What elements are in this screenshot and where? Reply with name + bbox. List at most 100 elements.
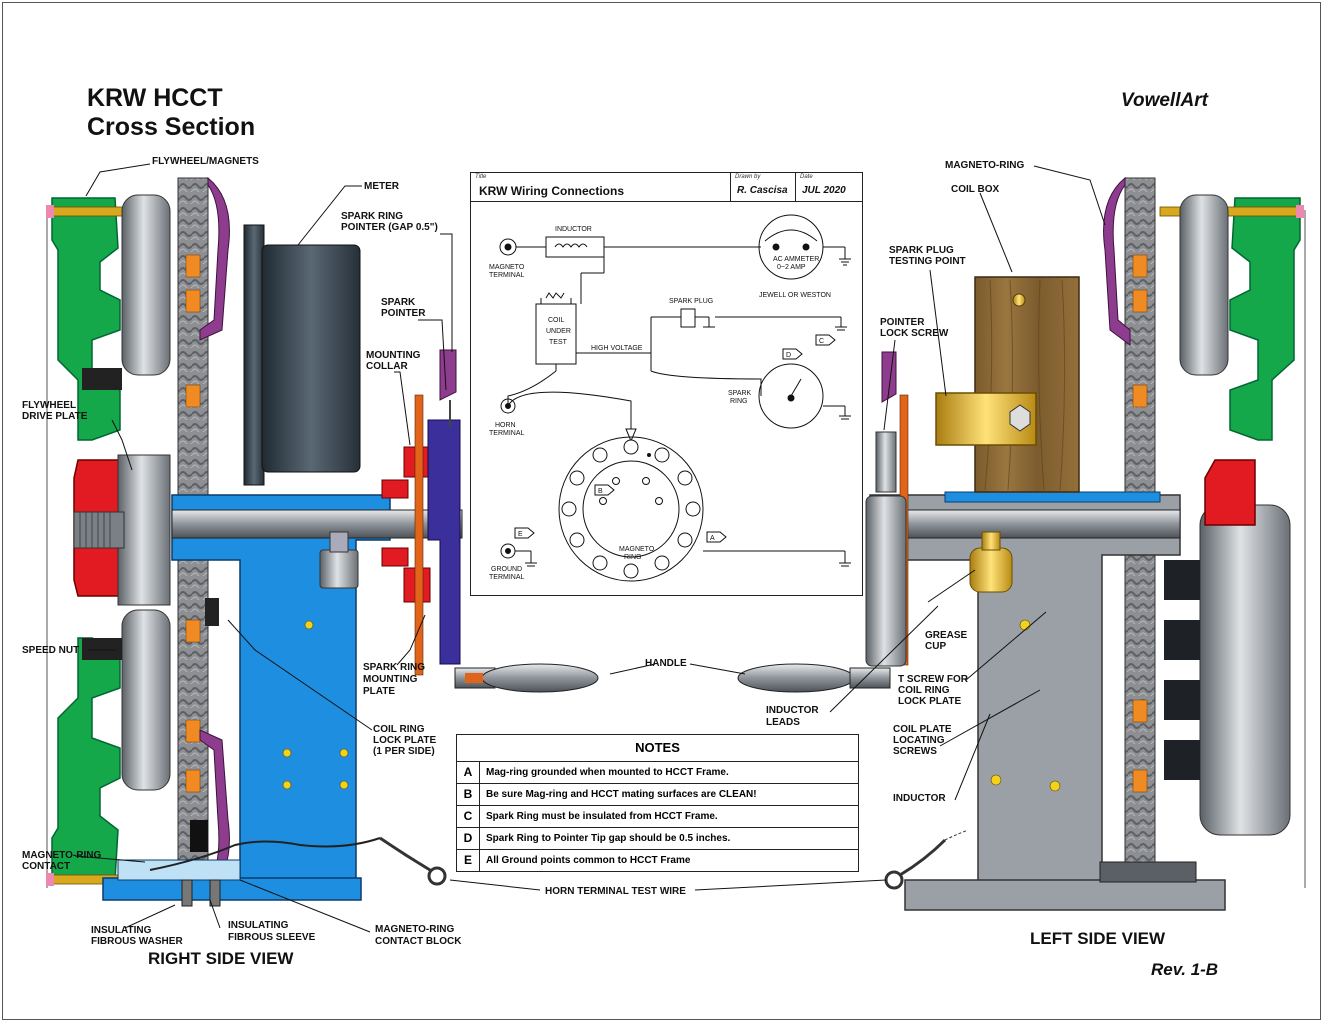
wiring-title-block: Title KRW Wiring Connections Drawn by R.… [471, 173, 862, 202]
wiring-horn-terminal-1: HORN [495, 422, 516, 429]
label-coil-ring-lock-plate-2: LOCK PLATE [373, 735, 436, 746]
wiring-ammeter-2: 0~2 AMP [777, 264, 806, 271]
label-insulating-sleeve-2: FIBROUS SLEEVE [228, 932, 316, 943]
note-text: All Ground points common to HCCT Frame [486, 855, 691, 866]
label-spark-ring-pointer-2: POINTER (GAP 0.5") [341, 222, 438, 233]
wiring-magneto-terminal-2: TERMINAL [489, 272, 525, 279]
spark-ring-mount-violet [427, 419, 461, 665]
magneto-ring-coils [561, 439, 701, 579]
label-spark-ring-mounting-plate-1: SPARK RING [363, 662, 425, 673]
wiring-horn-terminal-2: TERMINAL [489, 430, 525, 437]
label-contact-block-2: CONTACT BLOCK [375, 936, 462, 947]
label-t-screw-2: COIL RING [898, 685, 950, 696]
label-flywheel-drive-plate-2: DRIVE PLATE [22, 411, 88, 422]
wiring-magneto-ring-1: MAGNETO [619, 546, 655, 553]
notes-row: D Spark Ring to Pointer Tip gap should be… [457, 828, 858, 850]
title-line-2: Cross Section [87, 113, 256, 141]
label-spark-pointer-1: SPARK [381, 297, 416, 308]
label-handle: HANDLE [645, 658, 687, 669]
wiring-coil-1: COIL [548, 317, 564, 324]
label-contact-block-1: MAGNETO-RING [375, 924, 454, 935]
wiring-magneto-terminal-1: MAGNETO [489, 264, 525, 271]
wiring-drawn-cell: Drawn by R. Cascisa [731, 173, 796, 201]
handle-left [737, 663, 855, 693]
notes-row: C Spark Ring must be insulated from HCCT … [457, 806, 858, 828]
label-coil-plate-screws-3: SCREWS [893, 746, 937, 757]
note-text: Mag-ring grounded when mounted to HCCT F… [486, 767, 729, 778]
label-magneto-ring: MAGNETO-RING [945, 160, 1024, 171]
notes-row: A Mag-ring grounded when mounted to HCCT … [457, 762, 858, 784]
page-title: KRW HCCT Cross Section [87, 84, 255, 142]
note-text: Be sure Mag-ring and HCCT mating surface… [486, 789, 757, 800]
leader-lines [74, 163, 1106, 933]
wiring-date: JUL 2020 [802, 185, 846, 196]
tag-a: A [710, 535, 715, 542]
notes-row: B Be sure Mag-ring and HCCT mating surfac… [457, 784, 858, 806]
label-meter: METER [364, 181, 400, 192]
wiring-date-caption: Date [800, 174, 813, 180]
label-spark-plug-testing-point-1: SPARK PLUG [889, 245, 954, 256]
label-mounting-collar-2: COLLAR [366, 361, 408, 372]
label-coil-box: COIL BOX [951, 184, 999, 195]
label-insulating-washer-1: INSULATING [91, 925, 152, 936]
flywheel-magnet-green-top-left [1229, 197, 1301, 441]
wiring-schematic: C D B A E MAGNETO TERMINAL INDUCTOR AC A… [489, 214, 851, 582]
label-pointer-lock-screw-2: LOCK SCREW [880, 328, 949, 339]
note-letter: D [457, 828, 480, 849]
note-letter: C [457, 806, 480, 827]
tag-b: B [598, 488, 603, 495]
note-letter: B [457, 784, 480, 805]
wiring-date-cell: Date JUL 2020 [796, 173, 862, 201]
wiring-connections-box: Title KRW Wiring Connections Drawn by R.… [470, 172, 863, 596]
tag-d: D [786, 352, 791, 359]
wiring-magneto-ring-2: RING [624, 554, 642, 561]
label-spark-plug-testing-point-2: TESTING POINT [889, 256, 966, 267]
wiring-drawn-caption: Drawn by [735, 174, 761, 180]
label-spark-ring-mounting-plate-3: PLATE [363, 686, 395, 697]
label-coil-plate-screws-2: LOCATING [893, 735, 945, 746]
label-magneto-ring-contact-1: MAGNETO-RING [22, 850, 101, 861]
notes-row: E All Ground points common to HCCT Frame [457, 850, 858, 871]
right-side-view-label: RIGHT SIDE VIEW [148, 949, 294, 968]
meter-body [261, 244, 361, 473]
flywheel-magnet-green-bottom [51, 637, 121, 881]
wiring-title-caption: Title [475, 174, 487, 180]
wiring-ammeter-brand: JEWELL OR WESTON [759, 292, 831, 299]
label-inductor: INDUCTOR [893, 793, 946, 804]
tag-c: C [819, 338, 824, 345]
label-magneto-ring-contact-2: CONTACT [22, 861, 70, 872]
wiring-ground-terminal-2: TERMINAL [489, 574, 525, 581]
note-letter: E [457, 850, 480, 871]
wiring-drawn-by: R. Cascisa [737, 185, 788, 196]
label-pointer-lock-screw-1: POINTER [880, 317, 925, 328]
label-horn-terminal-test-wire: HORN TERMINAL TEST WIRE [545, 886, 686, 897]
note-text: Spark Ring must be insulated from HCCT F… [486, 811, 718, 822]
label-t-screw-1: T SCREW FOR [898, 674, 969, 685]
label-insulating-sleeve-1: INSULATING [228, 920, 289, 931]
label-coil-ring-lock-plate-3: (1 PER SIDE) [373, 746, 435, 757]
revision-label: Rev. 1-B [1151, 960, 1219, 979]
wiring-coil-3: TEST [549, 339, 568, 346]
label-grease-cup-1: GREASE [925, 630, 968, 641]
label-coil-plate-screws-1: COIL PLATE [893, 724, 952, 735]
grease-cup-body [969, 547, 1013, 593]
right-side-assembly [46, 176, 599, 907]
tag-e: E [518, 531, 523, 538]
label-flywheel-drive-plate-1: FLYWHEEL [22, 400, 76, 411]
label-inductor-leads-2: LEADS [766, 717, 800, 728]
note-letter: A [457, 762, 480, 783]
wiring-spark-ring-1: SPARK [728, 390, 752, 397]
label-coil-ring-lock-plate-1: COIL RING [373, 724, 425, 735]
note-text: Spark Ring to Pointer Tip gap should be … [486, 833, 731, 844]
label-speed-nut: SPEED NUT [22, 645, 79, 656]
title-line-1: KRW HCCT [87, 84, 223, 112]
handle-right [481, 663, 599, 693]
wiring-inductor: INDUCTOR [555, 226, 592, 233]
brand-signature: VowellArt [1121, 90, 1208, 111]
label-spark-ring-mounting-plate-2: MOUNTING [363, 674, 418, 685]
wiring-title: KRW Wiring Connections [479, 184, 624, 198]
wiring-ground-terminal-1: GROUND [491, 566, 522, 573]
